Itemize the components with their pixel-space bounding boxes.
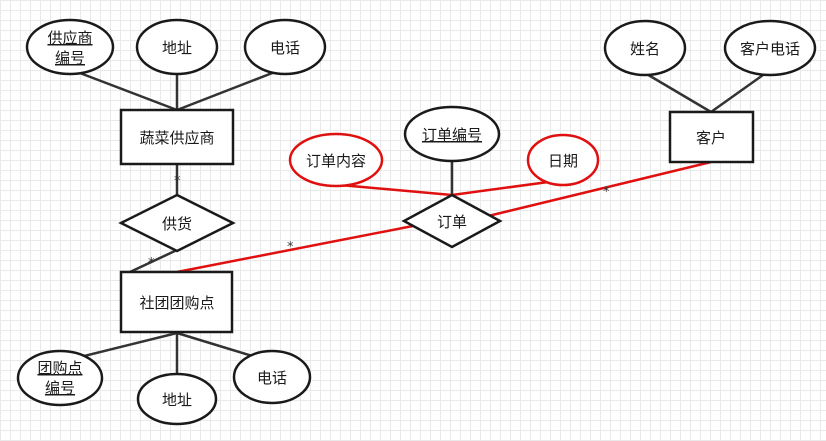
relationship-order-label: 订单 bbox=[437, 213, 467, 231]
connector-customer-name bbox=[644, 71, 712, 114]
connector-order-customer bbox=[479, 160, 712, 220]
connector-supplier-id bbox=[71, 68, 178, 112]
connector-order-content bbox=[339, 183, 453, 197]
relationship-supply-label: 供货 bbox=[162, 215, 192, 233]
attribute-supplier-address-label: 地址 bbox=[162, 39, 192, 57]
entity-group-point-label: 社团团购点 bbox=[139, 294, 214, 312]
attribute-order-date-label: 日期 bbox=[548, 152, 578, 170]
attribute-supplier-id-line1: 供应商 bbox=[47, 29, 92, 47]
attribute-order-date[interactable]: 日期 bbox=[526, 133, 600, 187]
attribute-customer-phone-label: 客户电话 bbox=[740, 40, 800, 58]
attribute-supplier-phone-label: 电话 bbox=[270, 39, 300, 57]
relationship-supply[interactable]: 供货 bbox=[118, 193, 236, 253]
cardinality-group-order: * bbox=[287, 240, 294, 255]
attribute-order-content-label: 订单内容 bbox=[306, 152, 366, 170]
attribute-order-id-label: 订单编号 bbox=[422, 126, 482, 144]
cardinality-order-customer: * bbox=[603, 185, 610, 200]
attribute-group-id[interactable]: 团购点 编号 bbox=[16, 349, 104, 407]
connector-supply-group bbox=[129, 248, 178, 274]
attribute-customer-name-label: 姓名 bbox=[630, 40, 660, 58]
attribute-order-content[interactable]: 订单内容 bbox=[288, 132, 384, 188]
relationship-order[interactable]: 订单 bbox=[401, 193, 503, 249]
attribute-group-address-label: 地址 bbox=[162, 391, 192, 409]
cardinality-supplier-supply: * bbox=[174, 174, 181, 189]
connector-group-order bbox=[176, 223, 419, 274]
attribute-group-id-line1: 团购点 bbox=[37, 359, 82, 377]
cardinality-supply-group: * bbox=[148, 256, 155, 271]
entity-customer[interactable]: 客户 bbox=[668, 110, 755, 164]
entity-customer-label: 客户 bbox=[696, 129, 726, 147]
attribute-supplier-phone[interactable]: 电话 bbox=[243, 18, 327, 76]
highlight-connectors bbox=[176, 160, 712, 274]
attribute-supplier-id[interactable]: 供应商 编号 bbox=[25, 18, 115, 76]
entity-group-point[interactable]: 社团团购点 bbox=[119, 270, 234, 334]
cardinality-markers: * * * * bbox=[148, 174, 610, 271]
entity-supplier-label: 蔬菜供应商 bbox=[139, 129, 214, 147]
connector-supplier-phone bbox=[176, 68, 281, 112]
connector-customer-phone bbox=[710, 68, 771, 114]
attribute-group-id-line2: 编号 bbox=[45, 379, 75, 397]
attribute-supplier-address[interactable]: 地址 bbox=[135, 18, 219, 76]
attribute-group-phone[interactable]: 电话 bbox=[232, 349, 312, 405]
entity-supplier[interactable]: 蔬菜供应商 bbox=[119, 108, 235, 166]
attribute-customer-name[interactable]: 姓名 bbox=[603, 19, 687, 77]
attribute-group-phone-label: 电话 bbox=[257, 369, 287, 387]
attribute-order-id[interactable]: 订单编号 bbox=[403, 105, 501, 163]
attribute-supplier-id-line2: 编号 bbox=[55, 49, 85, 67]
attribute-group-address[interactable]: 地址 bbox=[136, 372, 218, 426]
attribute-customer-phone[interactable]: 客户电话 bbox=[723, 19, 817, 77]
